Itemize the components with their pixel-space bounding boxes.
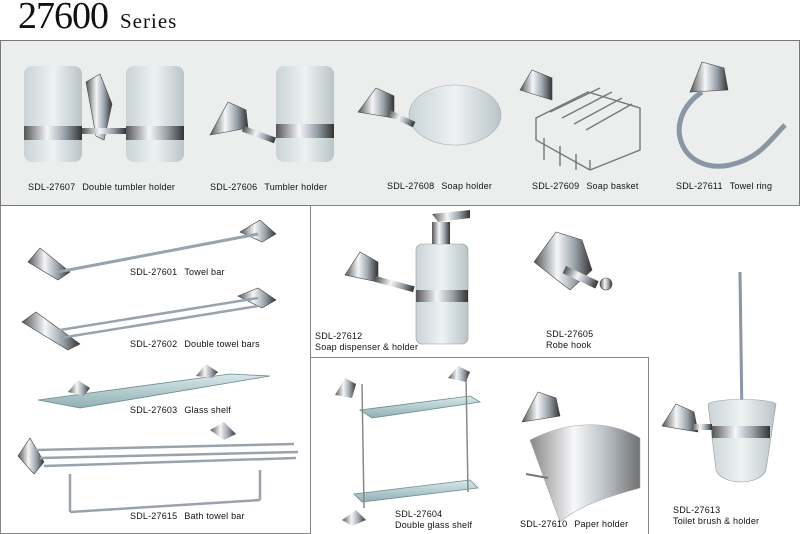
product-code: SDL-27612 [315, 331, 363, 341]
product-name: Soap dispenser & holder [315, 342, 419, 352]
product-label-27601: SDL-27601 Towel bar [130, 267, 225, 278]
product-label-27607: SDL-27607 Double tumbler holder [28, 182, 175, 193]
product-name: Double glass shelf [395, 520, 473, 530]
product-code: SDL-27604 [395, 509, 443, 519]
product-name: Soap holder [441, 181, 493, 191]
product-label-27602: SDL-27602 Double towel bars [130, 339, 260, 350]
product-code: SDL-27610 [520, 519, 568, 529]
product-code: SDL-27601 [130, 267, 178, 277]
soap-dispenser-image [344, 210, 470, 345]
product-label-27608: SDL-27608 Soap holder [387, 181, 492, 192]
product-label-27610: SDL-27610 Paper holder [520, 519, 628, 530]
product-label-27615: SDL-27615 Bath towel bar [130, 511, 245, 522]
product-label-27611: SDL-27611 Towel ring [676, 181, 772, 192]
product-code: SDL-27605 [546, 329, 594, 339]
tumbler-holder-image [209, 66, 334, 162]
product-name: Double tumbler holder [82, 182, 176, 192]
product-name: Soap basket [586, 181, 639, 191]
product-name: Towel bar [184, 267, 225, 277]
product-name: Paper holder [574, 519, 629, 529]
paper-holder-image [521, 391, 641, 523]
product-name: Tumbler holder [264, 182, 328, 192]
product-name: Bath towel bar [184, 511, 245, 521]
soap-basket-image [519, 69, 641, 171]
product-code: SDL-27611 [676, 181, 723, 191]
product-code: SDL-27603 [130, 405, 178, 415]
towel-bar-image [27, 219, 277, 281]
product-label-27609: SDL-27609 Soap basket [532, 181, 639, 192]
double-glass-shelf-image [335, 366, 482, 526]
product-label-27603: SDL-27603 Glass shelf [130, 405, 231, 416]
toilet-brush-holder-image [661, 271, 777, 483]
bath-towel-bar-image [17, 422, 299, 514]
series-number: 27600 [18, 0, 109, 37]
product-code: SDL-27613 [673, 505, 721, 515]
product-code: SDL-27615 [130, 511, 178, 521]
product-name: Glass shelf [184, 405, 232, 415]
product-code: SDL-27608 [387, 181, 435, 191]
robe-hook-image [533, 231, 613, 291]
double-tumbler-holder-image [24, 66, 184, 162]
product-name: Toilet brush & holder [673, 516, 760, 526]
series-title: 27600 Series [18, 0, 177, 38]
product-name: Robe hook [546, 340, 592, 350]
towel-ring-image [676, 61, 787, 169]
product-name: Double towel bars [184, 339, 260, 349]
double-towel-bars-image [21, 287, 277, 351]
soap-holder-image [357, 84, 502, 146]
product-code: SDL-27609 [532, 181, 580, 191]
product-code: SDL-27602 [130, 339, 178, 349]
product-code: SDL-27606 [210, 182, 258, 192]
bottom-middle-products-panel [310, 357, 649, 534]
product-code: SDL-27607 [28, 182, 76, 192]
product-name: Towel ring [729, 181, 773, 191]
series-label: Series [120, 9, 178, 33]
glass-shelf-image [37, 364, 271, 409]
product-label-27606: SDL-27606 Tumbler holder [210, 182, 327, 193]
